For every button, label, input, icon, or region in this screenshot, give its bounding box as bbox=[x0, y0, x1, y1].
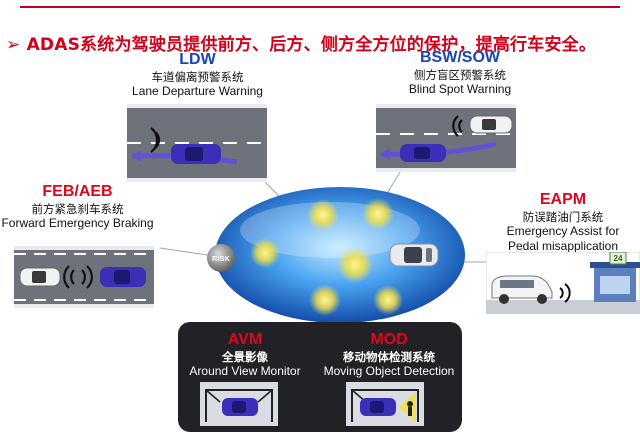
mod-acronym: MOD bbox=[370, 331, 408, 348]
warning-wave-icon bbox=[63, 265, 75, 289]
ldw-label-group: LDW 车道偏离预警系统 Lane Departure Warning bbox=[110, 50, 285, 99]
hotspot bbox=[337, 247, 373, 283]
hotspot bbox=[250, 238, 280, 268]
eapm-illustration: 24 bbox=[486, 252, 640, 314]
bsw-acronym: BSW/SOW bbox=[420, 49, 500, 66]
mod-en: Moving Object Detection bbox=[323, 364, 455, 379]
arrow-head-icon bbox=[131, 150, 141, 162]
store-sign-icon bbox=[609, 252, 627, 265]
ldw-en: Lane Departure Warning bbox=[132, 84, 263, 99]
feb-illustration bbox=[14, 246, 154, 308]
avm-acronym: AVM bbox=[227, 331, 263, 348]
bsw-illustration bbox=[376, 104, 516, 172]
warning-wave-icon bbox=[150, 127, 161, 153]
hotspot bbox=[309, 284, 341, 316]
ldw-illustration bbox=[127, 104, 267, 182]
hotspot bbox=[307, 199, 339, 231]
bsw-cn: 侧方盲区预警系统 bbox=[414, 68, 506, 82]
mod-label-group: MOD 移动物体检测系统 Moving Object Detection bbox=[316, 330, 462, 379]
detection-zone-ellipse bbox=[215, 187, 465, 323]
eapm-en2: Pedal misapplication bbox=[507, 239, 619, 254]
header-rule bbox=[20, 6, 620, 8]
feb-label-group: FEB/AEB 前方紧急刹车系统 Forward Emergency Braki… bbox=[0, 182, 155, 231]
feb-cn: 前方紧急刹车系统 bbox=[31, 202, 124, 216]
bullet-arrow-icon: ➢ bbox=[6, 35, 21, 55]
center-car-icon bbox=[389, 243, 439, 267]
warning-wave-icon bbox=[559, 283, 571, 303]
eapm-label-group: EAPM 防误踏油门系统 Emergency Assist for Pedal … bbox=[488, 190, 638, 254]
bsw-label-group: BSW/SOW 侧方盲区预警系统 Blind Spot Warning bbox=[380, 48, 540, 97]
risk-badge: RISK bbox=[207, 244, 235, 272]
eapm-cn: 防误踏油门系统 bbox=[522, 210, 604, 224]
hotspot bbox=[362, 198, 394, 230]
risk-label: RISK bbox=[212, 254, 231, 263]
pedestrian-icon bbox=[407, 401, 413, 407]
page-title: ➢ ADAS系统为驾驶员提供前方、后方、侧方全方位的保护，提高行车安全。 bbox=[6, 30, 596, 55]
mod-cn: 移动物体检测系统 bbox=[343, 350, 435, 364]
eapm-en1: Emergency Assist for bbox=[506, 224, 620, 239]
warning-wave-icon bbox=[452, 115, 463, 137]
ldw-cn: 车道偏离预警系统 bbox=[151, 70, 244, 84]
bsw-en: Blind Spot Warning bbox=[408, 82, 512, 97]
page-title-text: ADAS系统为驾驶员提供前方、后方、侧方全方位的保护，提高行车安全。 bbox=[26, 35, 597, 55]
mod-illustration bbox=[346, 382, 424, 426]
feb-en: Forward Emergency Braking bbox=[1, 216, 154, 231]
avm-illustration bbox=[200, 382, 278, 426]
eapm-acronym: EAPM bbox=[539, 191, 587, 208]
avm-en: Around View Monitor bbox=[189, 364, 301, 379]
ldw-acronym: LDW bbox=[179, 51, 216, 68]
feb-acronym: FEB/AEB bbox=[42, 183, 113, 200]
hotspot bbox=[373, 285, 403, 315]
avm-label-group: AVM 全景影像 Around View Monitor bbox=[180, 330, 310, 379]
arrow-head-icon bbox=[380, 148, 390, 160]
store-sign-text: 24 bbox=[614, 254, 623, 263]
warning-wave-icon bbox=[81, 265, 93, 289]
avm-cn: 全景影像 bbox=[222, 350, 268, 364]
